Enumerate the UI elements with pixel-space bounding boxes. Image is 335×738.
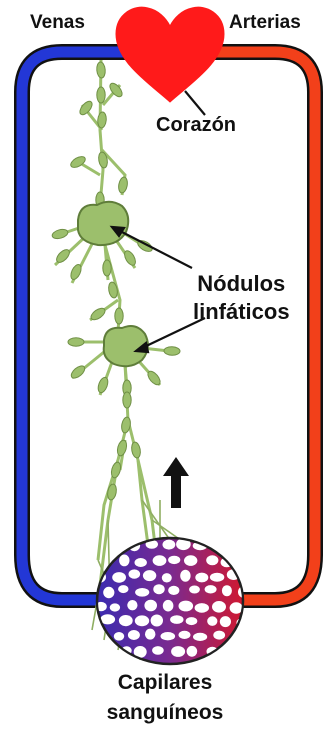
lymph-nodes-label: Nódulos linfáticos <box>193 270 290 326</box>
capillary-gap <box>162 573 172 582</box>
capillary-gap <box>179 601 194 612</box>
lymph-valve-bead <box>96 62 106 79</box>
capillary-gap <box>112 572 126 583</box>
capillary-gap <box>103 587 114 598</box>
capillary-gap <box>119 555 129 567</box>
capillary-gap <box>135 615 149 626</box>
capillary-gap <box>118 585 128 593</box>
capillary-gap <box>128 630 140 640</box>
lymph-valve-bead <box>68 338 84 346</box>
capillary-gap <box>143 570 156 581</box>
capillary-gap <box>171 646 185 657</box>
capillary-gap <box>222 585 232 596</box>
lymph-valve-bead <box>97 112 107 129</box>
capillary-gap <box>127 600 137 610</box>
arteries-label: Arterias <box>229 12 301 34</box>
capillary-gap <box>186 617 198 625</box>
capillary-gap <box>195 573 208 583</box>
lymph-valve-bead <box>123 392 131 408</box>
capillary-gap <box>222 647 233 657</box>
lymph-valve-bead <box>116 439 128 457</box>
capillary-bed <box>92 538 252 664</box>
capillary-gap <box>195 603 209 613</box>
capillary-gap <box>144 600 157 612</box>
lymph-valve-bead <box>97 87 105 103</box>
capillary-gap <box>119 615 133 626</box>
capillary-gap <box>230 602 243 613</box>
heart-label: Corazón <box>156 114 236 137</box>
capillary-gap <box>228 543 240 552</box>
capillary-gap <box>179 631 191 639</box>
heart-leader-line <box>185 91 205 115</box>
capillary-gap <box>114 632 124 641</box>
capillary-gap <box>163 540 176 550</box>
capillary-gap <box>220 616 231 627</box>
lymph-valve-bead <box>69 154 87 169</box>
lymph-valve-bead <box>78 99 95 117</box>
vein-vessel <box>22 52 128 600</box>
lymph-valve-bead <box>130 441 141 458</box>
lymph-node-upper <box>78 202 128 245</box>
capillary-gap <box>168 556 180 564</box>
capillary-gap <box>212 601 226 613</box>
capillary-gap <box>236 556 250 565</box>
capillary-gap <box>161 632 176 640</box>
capillary-gap <box>210 573 224 582</box>
capillary-gap <box>168 586 179 595</box>
lymph-valve-bead <box>164 347 180 356</box>
capillary-gap <box>151 615 163 627</box>
veins-label: Venas <box>30 12 85 34</box>
capillary-gap <box>189 586 200 594</box>
lymph-flow-up-arrow <box>163 457 189 508</box>
lymph-valve-bead <box>106 483 117 500</box>
capillary-gap <box>152 646 164 655</box>
capillary-gap <box>206 555 218 565</box>
capillary-gap <box>135 558 147 567</box>
capillary-gap <box>184 555 197 566</box>
capillary-gap <box>163 600 174 612</box>
capillary-gap <box>110 603 120 611</box>
lymph-valve-bead <box>115 308 123 324</box>
capillary-gap <box>104 647 116 659</box>
lymph-valve-bead <box>96 376 109 394</box>
capillary-gap <box>193 633 207 641</box>
capillary-gap <box>205 585 217 593</box>
capillary-gap <box>145 629 155 640</box>
lymph-valve-bead <box>69 364 87 381</box>
capillary-gap <box>153 584 164 594</box>
lymph-valve-bead <box>51 228 69 240</box>
capillary-gap <box>239 647 252 657</box>
capillary-gap <box>207 616 217 626</box>
capillary-gap <box>170 615 183 624</box>
capillary-gap <box>180 570 190 582</box>
capillary-gap <box>153 555 167 566</box>
heart <box>116 7 224 102</box>
lymph-valve-bead <box>103 260 111 276</box>
lymph-nodes-label-line1: Nódulos <box>193 270 290 298</box>
lymph-valve-bead <box>110 461 122 479</box>
capillary-gap <box>129 569 141 578</box>
lymph-valve-bead <box>117 176 128 193</box>
lymph-nodes-label-line2: linfáticos <box>193 298 290 326</box>
capillaries-label-line2: sanguíneos <box>70 698 260 728</box>
capillaries-label-line1: Capilares <box>70 668 260 698</box>
capillary-gap <box>213 631 225 640</box>
capillary-gap <box>135 588 149 597</box>
capillary-gap <box>112 540 122 552</box>
capillary-gap <box>187 646 198 657</box>
capillaries-label: Capilares sanguíneos <box>70 668 260 728</box>
